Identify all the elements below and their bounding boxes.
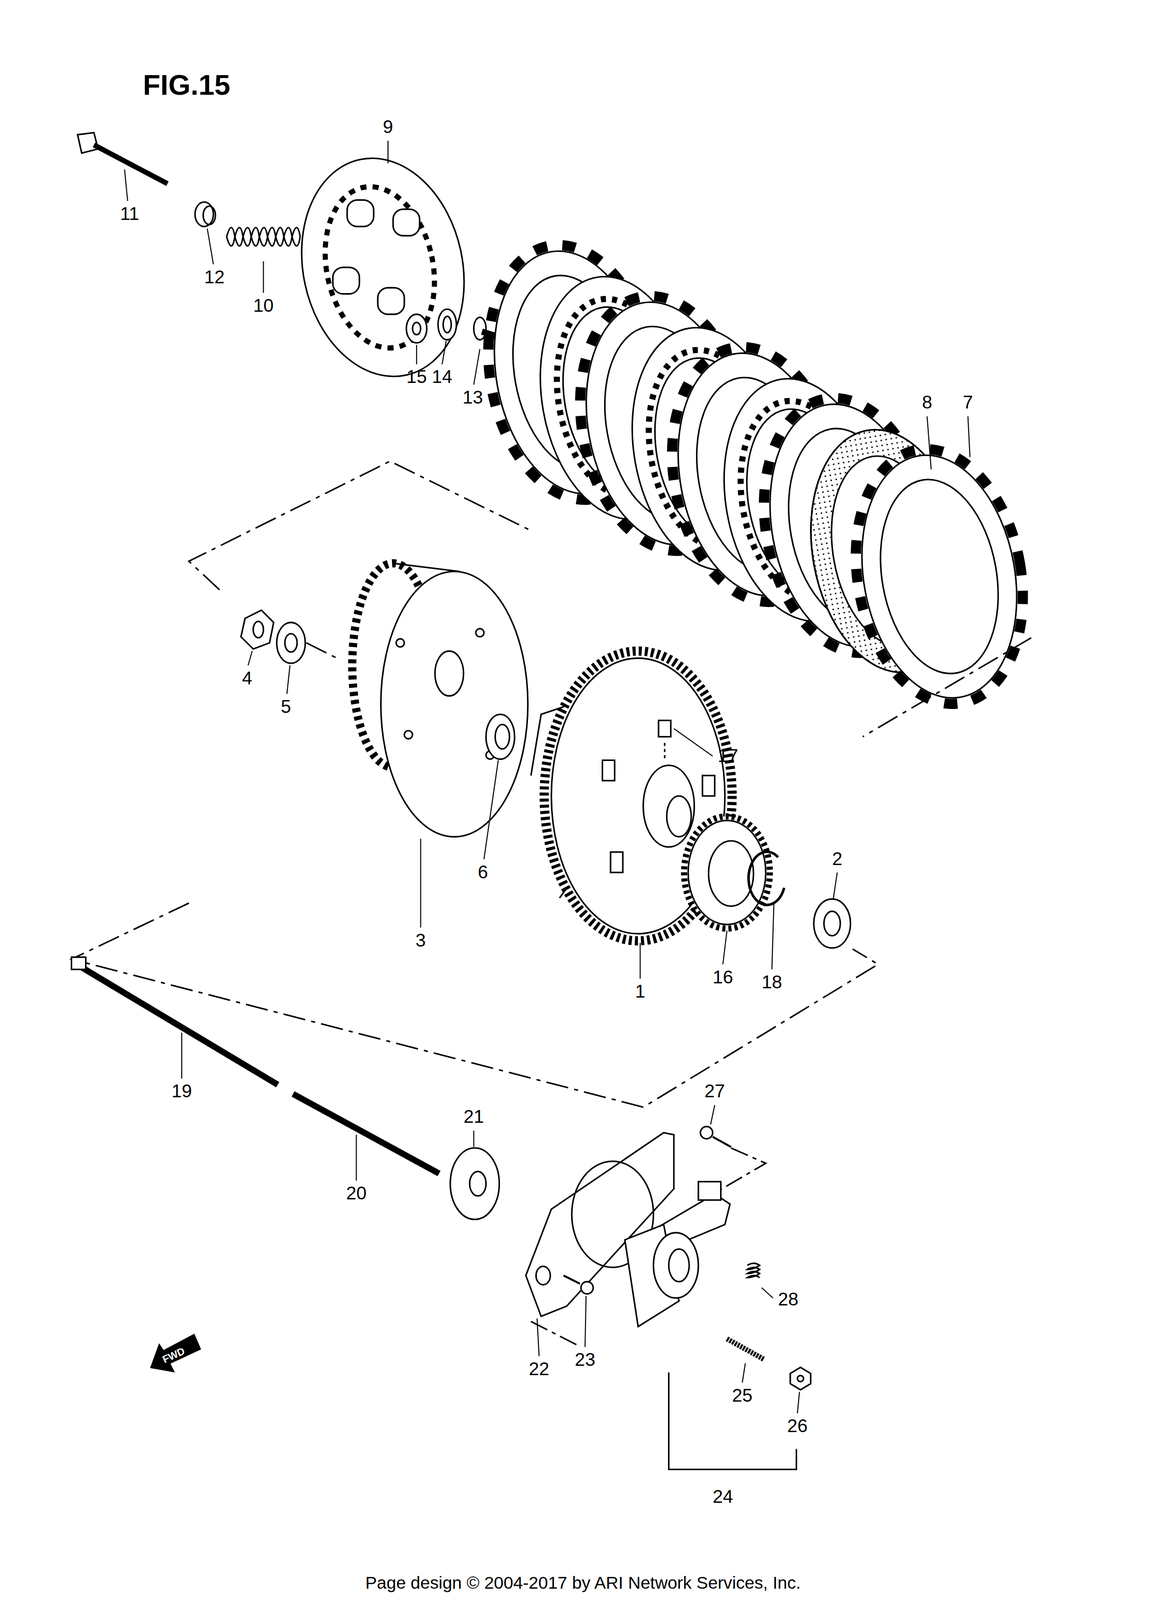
callout-number: 14	[431, 366, 453, 389]
callout-number: 11	[120, 203, 140, 226]
callout-number: 1	[635, 981, 646, 1003]
callout-number: 7	[962, 392, 973, 415]
callout-number: 6	[477, 861, 489, 884]
callout-number: 12	[204, 267, 225, 289]
callout-number: 27	[704, 1081, 725, 1104]
callout-number: 20	[346, 1183, 367, 1206]
callout-number: 25	[731, 1386, 753, 1408]
callout-number: 13	[462, 387, 484, 410]
callout-number: 28	[777, 1289, 799, 1312]
callout-number: 21	[463, 1107, 485, 1129]
callout-number: 16	[712, 967, 734, 989]
callout-number: 15	[406, 366, 427, 389]
callout-number: 8	[921, 392, 933, 415]
callout-number: 4	[242, 667, 253, 690]
callout-number: 24	[712, 1486, 734, 1509]
callout-number: 23	[574, 1350, 596, 1372]
callout-number: 17	[717, 745, 739, 768]
callout-number: 19	[171, 1081, 193, 1104]
callout-number: 9	[383, 116, 394, 139]
callout-number: 18	[761, 972, 783, 995]
callout-number: 2	[832, 848, 843, 871]
callout-number: 26	[787, 1416, 808, 1439]
callout-number: 5	[280, 696, 292, 719]
callout-number: 3	[415, 930, 426, 953]
callout-number: 22	[528, 1359, 550, 1382]
figure-title: FIG.15	[142, 69, 231, 103]
page-caption: Page design © 2004-2017 by ARI Network S…	[365, 1574, 801, 1595]
callout-number: 10	[253, 295, 275, 318]
